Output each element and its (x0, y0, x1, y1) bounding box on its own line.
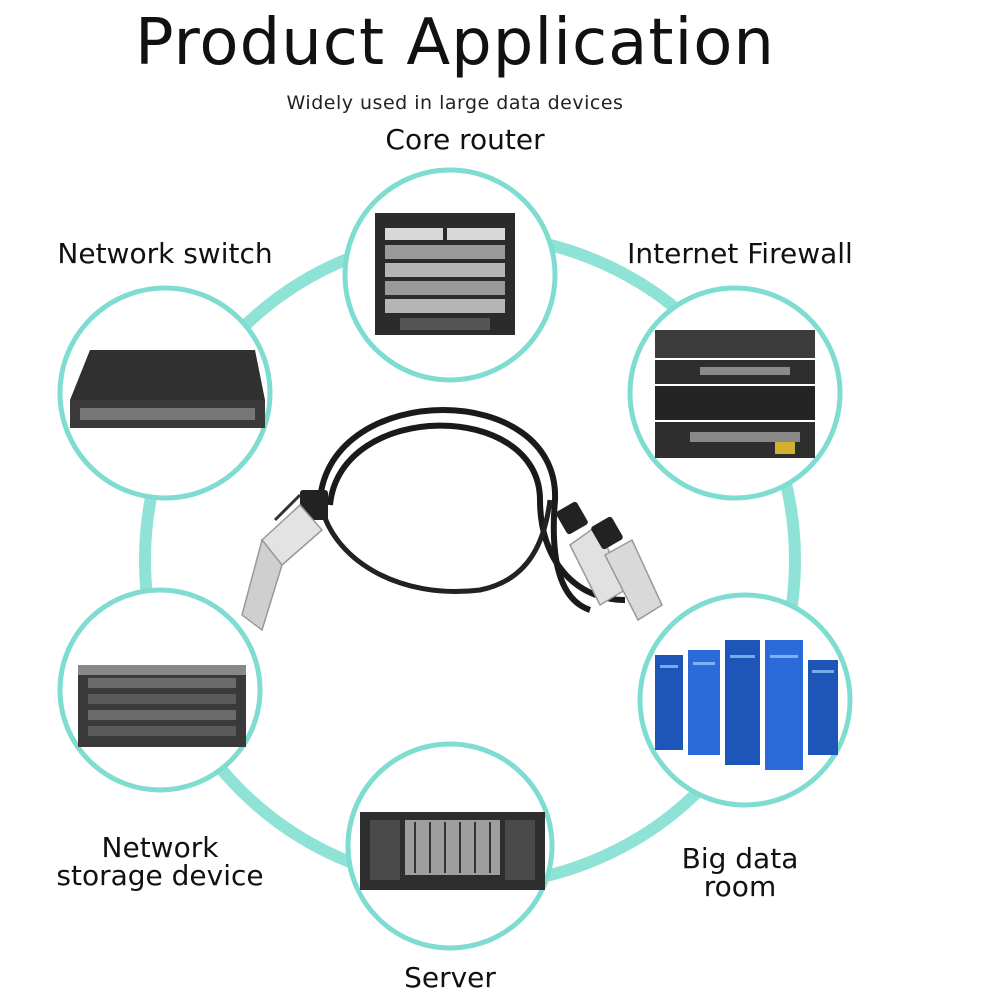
network-switch-image (70, 350, 265, 428)
cable-strand (327, 422, 626, 603)
core-router-label: Core router (385, 123, 545, 156)
network-switch-node (57, 285, 273, 501)
server-label: Server (404, 961, 496, 994)
network-storage-image (78, 665, 246, 747)
network-switch-label: Network switch (57, 237, 273, 270)
core-router-image (375, 213, 515, 335)
page-subtitle: Widely used in large data devices (286, 92, 624, 114)
network-storage-node (57, 587, 263, 793)
cable-strand (317, 407, 592, 613)
network-storage-label-line2: storage device (56, 859, 264, 892)
internet-firewall-node (627, 285, 843, 501)
big-data-room-label-line1: Big data (681, 842, 799, 875)
network-storage-label: Network storage device (40, 834, 280, 890)
internet-firewall-label: Internet Firewall (627, 237, 853, 270)
big-data-room-label: Big data room (640, 845, 840, 901)
dac-cable-illustration (241, 407, 663, 632)
cable-strand (317, 499, 553, 594)
network-storage-label-line1: Network (101, 831, 219, 864)
internet-firewall-image (655, 330, 815, 458)
big-data-room-label-line2: room (703, 870, 777, 903)
server-node (345, 741, 555, 951)
server-image (360, 812, 545, 890)
left-qsfp-connector (241, 490, 328, 632)
page-title: Product Application (135, 6, 775, 80)
right-qsfp-connector-2 (591, 516, 663, 622)
core-router-node (342, 167, 558, 383)
big-data-room-image (655, 640, 838, 770)
big-data-room-node (637, 592, 853, 808)
